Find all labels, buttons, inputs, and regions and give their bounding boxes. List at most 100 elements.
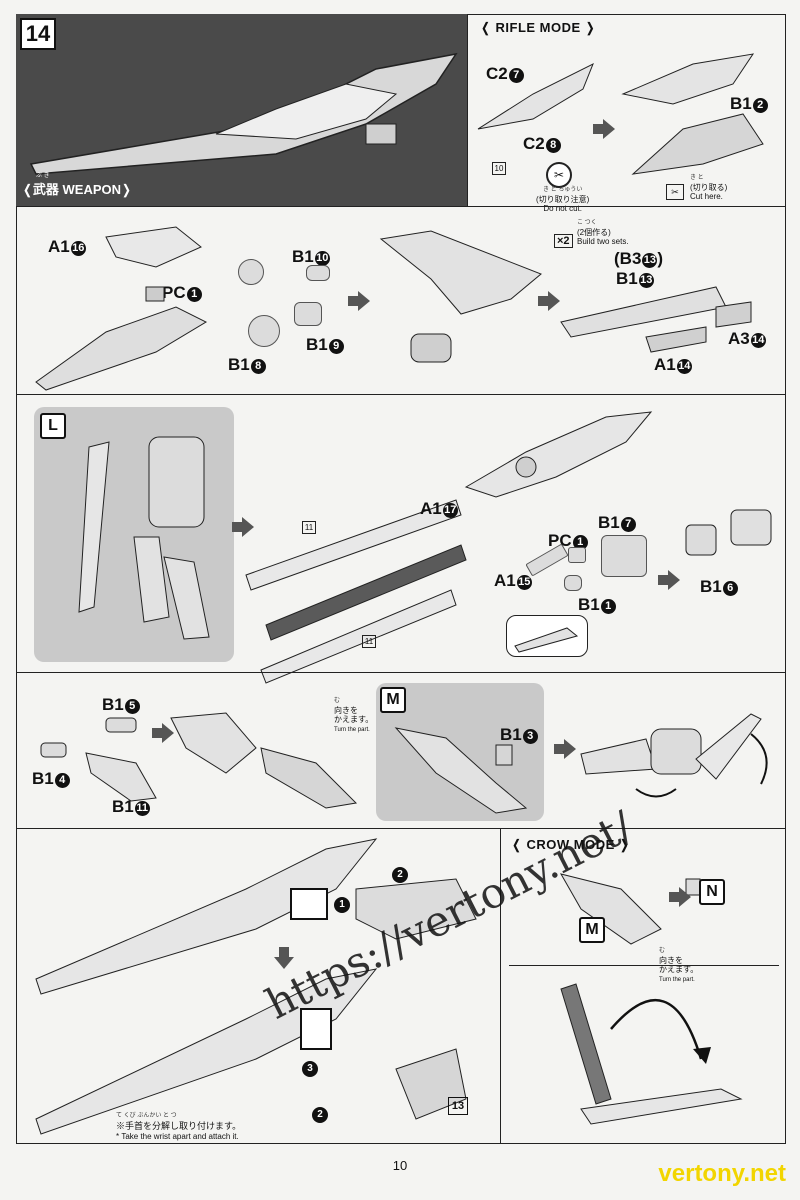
step-circle-2: 2 xyxy=(392,867,408,883)
arrow-right-8 xyxy=(669,887,691,907)
box-label-n: N xyxy=(699,879,725,905)
wrist-en: * Take the wrist apart and attach it. xyxy=(116,1132,239,1141)
box-label-l: L xyxy=(40,413,66,439)
runner-ref-11b: 11 xyxy=(362,635,376,648)
assembled-body-illustration xyxy=(379,230,542,363)
turn2-jp-2: かえます。 xyxy=(659,965,699,974)
build-two-box: ×2 こ つく (2個作る) Build two sets. xyxy=(554,219,629,249)
label-pc-1a-text: PC xyxy=(162,283,186,302)
part-b1-1-piece xyxy=(564,575,582,591)
label-a1-15-num: 15 xyxy=(516,575,532,590)
claw-parts-illustration xyxy=(40,717,157,802)
label-a1-14-num: 14 xyxy=(676,359,692,374)
crow-mode-bottom-illustration xyxy=(560,983,743,1125)
arrow-right-7 xyxy=(554,739,576,759)
label-b1-6-num: 6 xyxy=(722,581,738,596)
build-two-mult: ×2 xyxy=(554,234,573,248)
label-pc-1a-num: 1 xyxy=(186,287,202,302)
build-two-note: こ つく (2個作る) Build two sets. xyxy=(577,219,629,246)
step-circle-3: 3 xyxy=(302,1061,318,1077)
no-cut-icon: ✂ xyxy=(546,162,572,188)
label-b1-2-text: B1 xyxy=(730,94,752,113)
turn-en: Turn the part. xyxy=(334,727,370,733)
rifle-mode-title-text: RIFLE MODE xyxy=(495,20,581,35)
weapon-panel: 14 ぶ き ❬武器 WEAPON❭ xyxy=(16,14,467,206)
part-b1-9-piece xyxy=(294,302,322,326)
turn-jp-2: かえます。 xyxy=(334,715,374,724)
final-assembly-illustration xyxy=(35,838,477,1135)
label-c2-8-num: 8 xyxy=(545,138,561,153)
cut-here-note: き と (切り取る) Cut here. xyxy=(690,174,727,201)
part-b1-8-piece xyxy=(248,315,280,347)
label-b1-1-num: 1 xyxy=(600,599,616,614)
label-pc-1b-num: 1 xyxy=(572,535,588,550)
do-not-cut-jp: (切り取り注意) xyxy=(536,195,590,204)
watermark-brand: vertony.net xyxy=(658,1160,786,1187)
build-two-ruby: こ つく xyxy=(577,220,597,226)
label-c2-7-num: 7 xyxy=(508,68,524,83)
label-b3-13-num: 13 xyxy=(642,253,658,268)
subassembly-l-illustration xyxy=(78,436,210,640)
detail-callout-bubble xyxy=(506,615,588,657)
part-b1-6-illustration xyxy=(685,509,772,556)
label-c2-7-text: C2 xyxy=(486,64,508,83)
label-b1-6-text: B1 xyxy=(700,577,722,596)
label-b1-13-num: 13 xyxy=(638,273,654,288)
turn2-en: Turn the part. xyxy=(659,977,695,983)
label-a3-14-text: A3 xyxy=(728,329,750,348)
page-number: 10 xyxy=(392,1158,408,1173)
runner-ref-13: 13 xyxy=(448,1097,468,1115)
crow-mode-title: ❬ CROW MODE ❭ xyxy=(511,837,631,852)
cut-icon: ✂ xyxy=(666,184,684,200)
cut-here-en: Cut here. xyxy=(690,192,723,201)
do-not-cut-en: Do not cut. xyxy=(543,204,582,213)
label-b1-5-text: B1 xyxy=(102,695,124,714)
weapon-title-text: 武器 WEAPON xyxy=(32,182,122,197)
label-b1-11-text: B1 xyxy=(112,797,134,816)
wrist-note: て くび ぶんかい と つ ※手首を分解し取り付けます。 * Take the … xyxy=(116,1111,241,1142)
arrow-down xyxy=(274,947,294,969)
label-b1-13-text: B1 xyxy=(616,269,638,288)
cut-here-ruby: き と xyxy=(690,175,704,181)
arrow-right-5 xyxy=(658,570,680,590)
runner-ref-10: 10 xyxy=(492,162,506,175)
label-b3-13-text: (B3 xyxy=(614,249,642,268)
crow-mode-title-text: CROW MODE xyxy=(526,837,615,852)
label-b1-11-num: 11 xyxy=(134,801,150,816)
step-number-badge: 14 xyxy=(20,18,56,50)
label-a1-17-text: A1 xyxy=(420,499,442,518)
label-a3-14-num: 14 xyxy=(750,333,766,348)
part-a1-15-piece xyxy=(525,543,569,577)
row-5-panel: 1 2 3 2 13 て くび ぶんかい と つ ※手首を分解し取り付けます。 … xyxy=(16,828,500,1144)
wrist-jp: ※手首を分解し取り付けます。 xyxy=(116,1121,242,1131)
label-b1-4-num: 4 xyxy=(54,773,70,788)
arrow-right-2 xyxy=(348,291,370,311)
turn2-ruby: む xyxy=(659,948,666,954)
claw-assembly-illustration xyxy=(170,712,358,809)
part-b1-10-piece xyxy=(306,265,330,281)
label-b1-1-text: B1 xyxy=(578,595,600,614)
label-c2-8-text: C2 xyxy=(523,134,545,153)
subassembly-l-panel: L xyxy=(34,407,234,662)
label-b1-8-num: 8 xyxy=(250,359,266,374)
label-b1-7-text: B1 xyxy=(598,513,620,532)
label-b1-4-text: B1 xyxy=(32,769,54,788)
label-b1-2-num: 2 xyxy=(752,98,768,113)
crow-mode-panel: ❬ CROW MODE ❭ M N む 向きを かえます。 Turn the p… xyxy=(500,828,786,1144)
